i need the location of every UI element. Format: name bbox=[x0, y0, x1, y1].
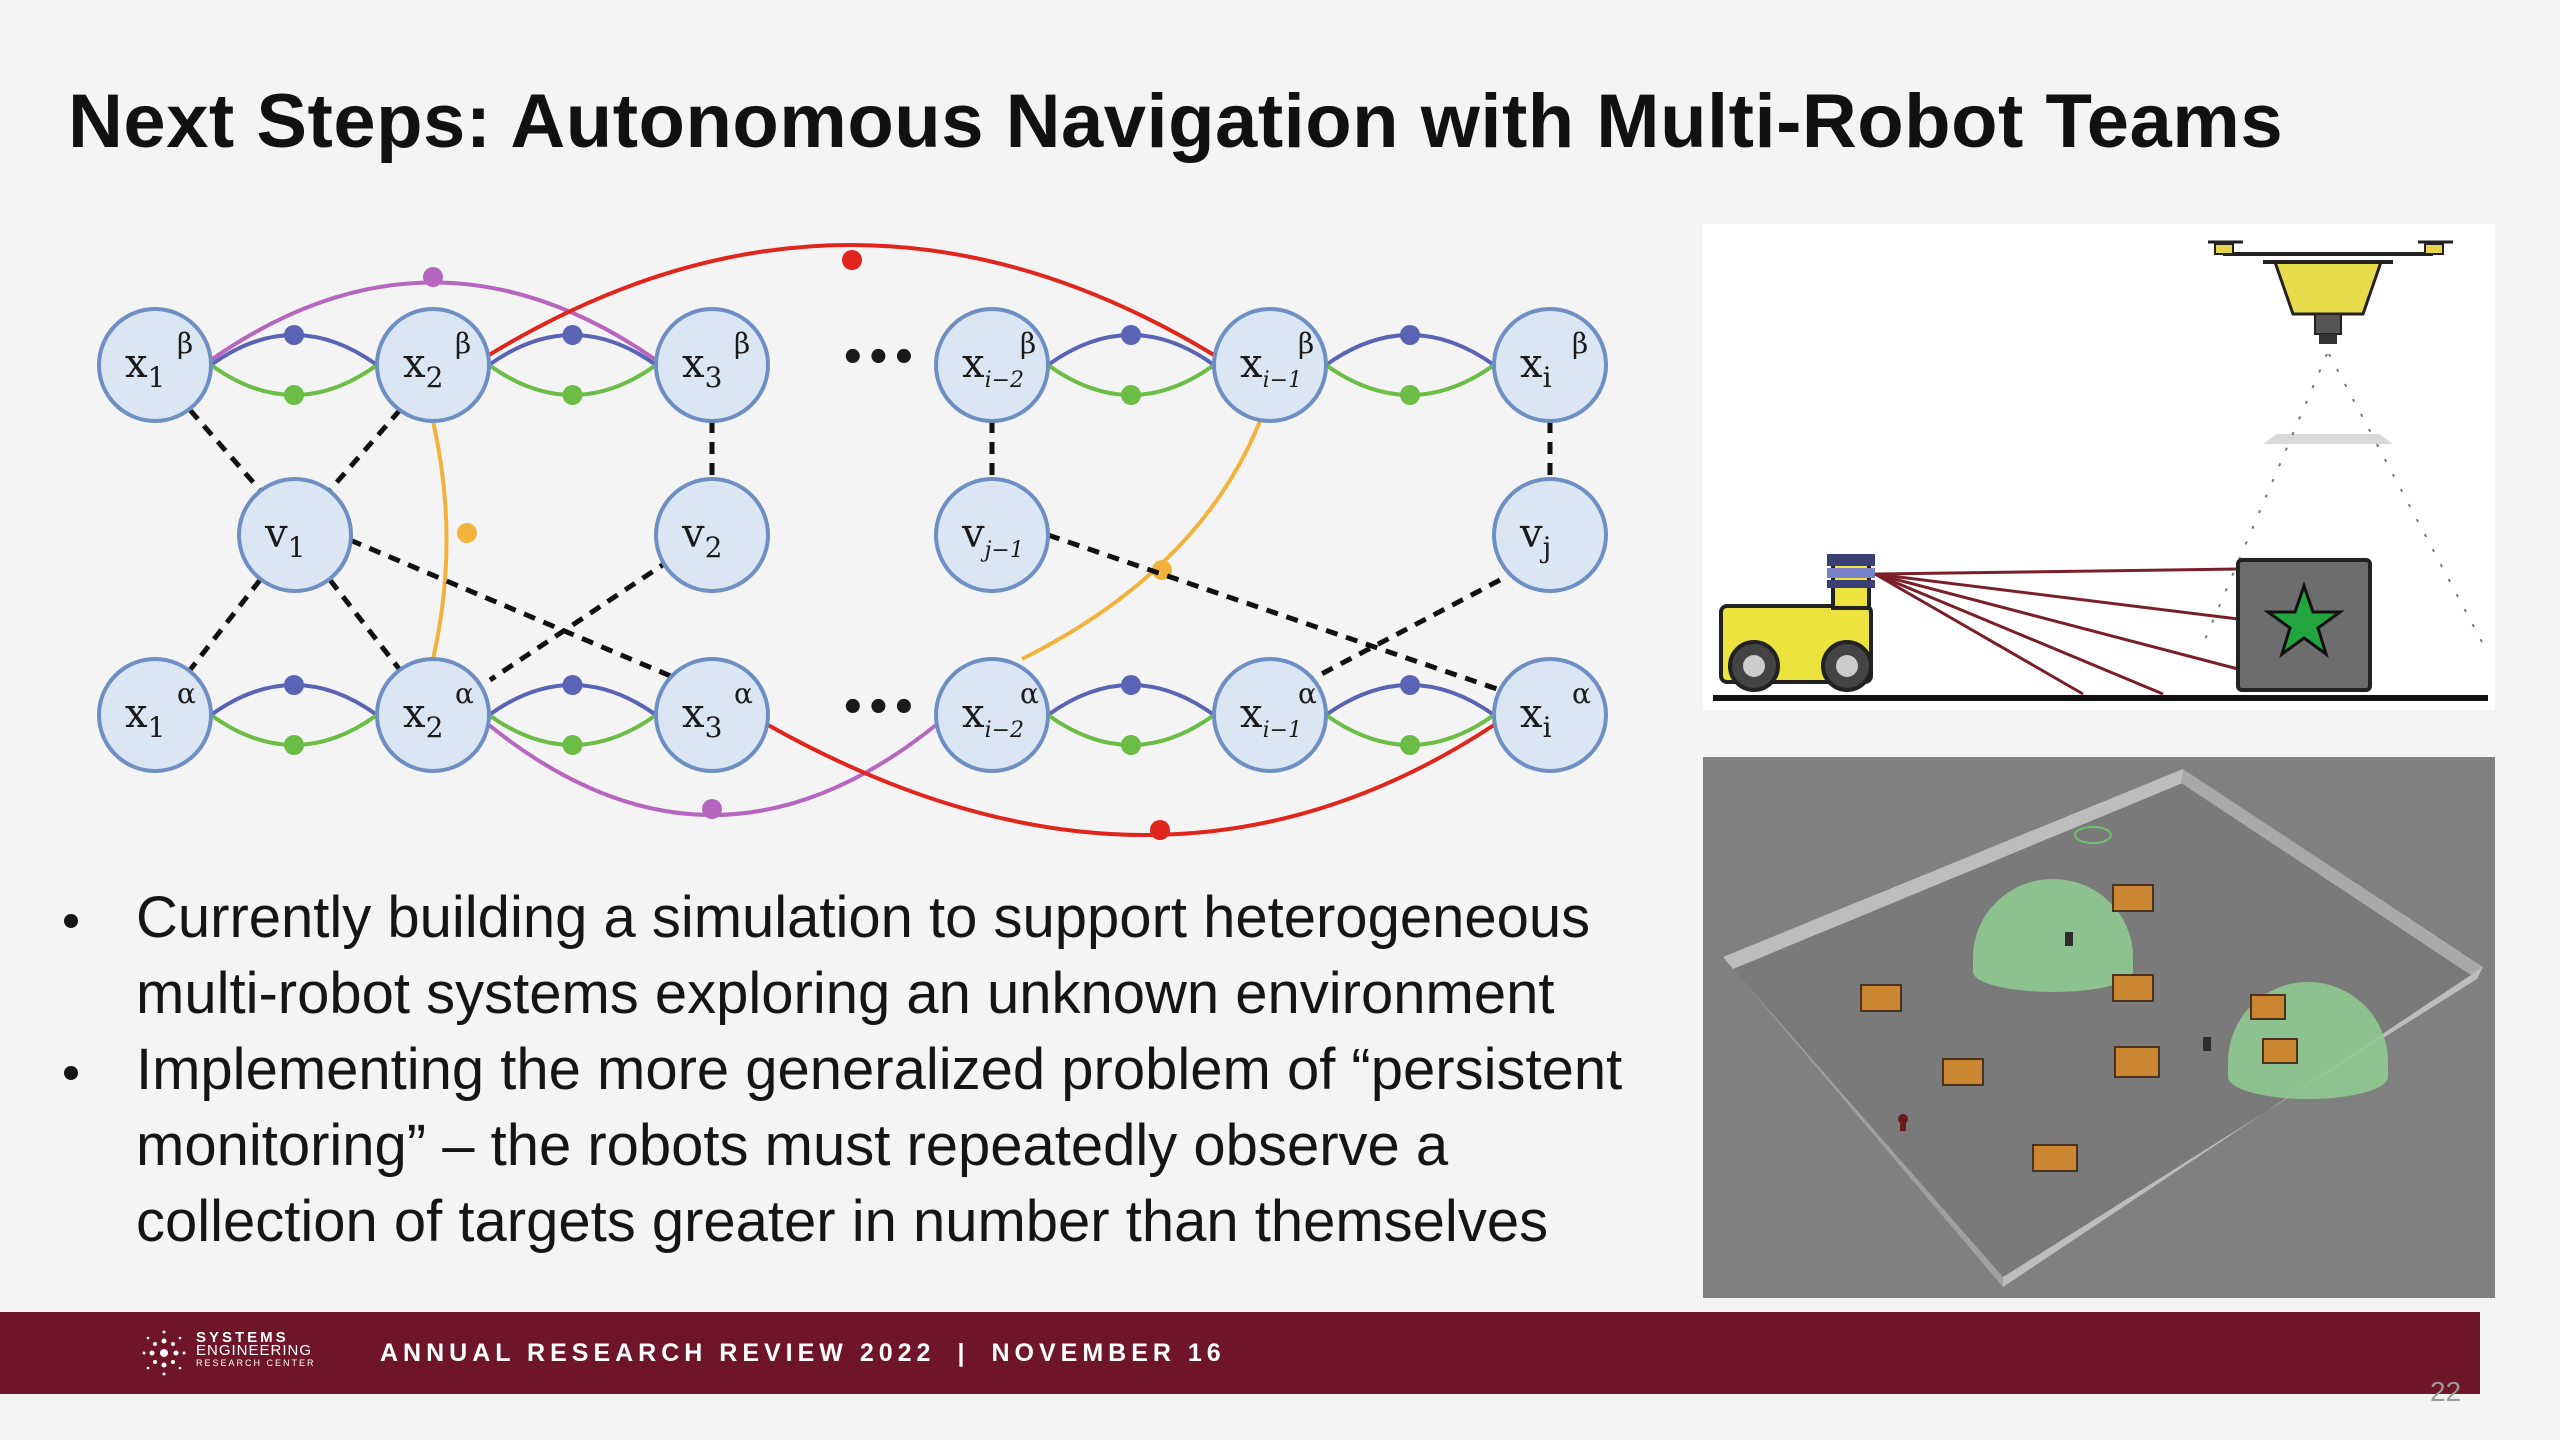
graph-node-top-2: x2 β bbox=[375, 307, 491, 423]
walled-arena bbox=[1723, 769, 2483, 1287]
graph-node-top-3: x3 β bbox=[654, 307, 770, 423]
edge-factor-dot bbox=[1121, 735, 1141, 755]
ground-robot-icon bbox=[1719, 554, 1875, 692]
svg-text:α: α bbox=[1020, 677, 1039, 710]
graph-node-mid-1: v1 bbox=[237, 477, 353, 593]
edge-factor-dot bbox=[562, 385, 583, 405]
edge-factor-dot bbox=[562, 735, 583, 755]
bullet-item-2: Implementing the more generalized proble… bbox=[60, 1032, 1680, 1260]
bullet-text-2: Implementing the more generalized proble… bbox=[136, 1037, 1623, 1254]
svg-text:β: β bbox=[1298, 327, 1314, 360]
footer-date: NOVEMBER 16 bbox=[991, 1339, 1226, 1367]
graph-node-bottom-1: x1α bbox=[97, 657, 213, 773]
footer-band bbox=[0, 1312, 2480, 1394]
serc-logo-text: SYSTEMS ENGINEERING RESEARCH CENTER bbox=[196, 1329, 316, 1370]
edge-factor-dot bbox=[1400, 325, 1420, 345]
svg-text:α: α bbox=[1298, 677, 1317, 710]
edge-factor-dot bbox=[1400, 735, 1420, 755]
svg-text:α: α bbox=[455, 677, 474, 710]
svg-text:α: α bbox=[1572, 677, 1591, 710]
graph-node-bottom-4: xi−2α bbox=[934, 657, 1050, 773]
edge-factor-dot bbox=[1400, 385, 1420, 405]
bullet-item-1: Currently building a simulation to suppo… bbox=[60, 880, 1680, 1032]
graph-node-bottom-5: xi−1α bbox=[1212, 657, 1328, 773]
logo-line1: SYSTEMS bbox=[196, 1329, 289, 1346]
sensor-dome bbox=[1973, 879, 2133, 992]
svg-text:α: α bbox=[734, 677, 753, 710]
drone-icon bbox=[2208, 240, 2453, 344]
edge-factor-dot bbox=[562, 325, 583, 345]
graph-edges bbox=[188, 243, 1553, 840]
svg-text:β: β bbox=[734, 327, 750, 360]
footer-event: ANNUAL RESEARCH REVIEW 2022 bbox=[380, 1339, 936, 1367]
star-icon bbox=[2263, 581, 2345, 658]
graph-node-bottom-2: x2α bbox=[375, 657, 491, 773]
graph-node-top-6: xiβ bbox=[1492, 307, 1608, 423]
edge-factor-dot bbox=[284, 735, 304, 755]
simulation-view bbox=[1703, 757, 2495, 1298]
edge-factor-dot bbox=[457, 523, 477, 543]
edge-factor-dot bbox=[1121, 385, 1141, 405]
edge-factor-dot bbox=[1150, 820, 1170, 840]
drone-footprint bbox=[2263, 434, 2393, 444]
edge-factor-dot bbox=[1121, 325, 1141, 345]
footer-event-text: ANNUAL RESEARCH REVIEW 2022 | NOVEMBER 16 bbox=[380, 1339, 1226, 1368]
target-box-icon bbox=[2236, 558, 2372, 692]
edge-factor-dot bbox=[1400, 675, 1420, 695]
svg-text:α: α bbox=[177, 677, 196, 710]
footer-separator: | bbox=[957, 1339, 970, 1367]
robot-agent bbox=[1898, 932, 2211, 1131]
bullet-list: Currently building a simulation to suppo… bbox=[60, 880, 1680, 1260]
page-number: 22 bbox=[2430, 1376, 2462, 1407]
edge-factor-dot bbox=[842, 250, 862, 270]
svg-text:β: β bbox=[1020, 327, 1036, 360]
graph-ellipsis-top: ••• bbox=[840, 335, 917, 381]
slide-title: Next Steps: Autonomous Navigation with M… bbox=[68, 79, 2284, 164]
svg-text:β: β bbox=[455, 327, 471, 360]
svg-text:x2: x2 bbox=[403, 341, 443, 394]
bullet-text-1: Currently building a simulation to suppo… bbox=[136, 885, 1591, 1026]
edge-factor-dot bbox=[284, 675, 304, 695]
edge-factor-dot bbox=[284, 325, 304, 345]
graph-ellipsis-bottom: ••• bbox=[840, 685, 917, 731]
graph-node-bottom-6: xiα bbox=[1492, 657, 1608, 773]
edge-factor-dot bbox=[562, 675, 583, 695]
desk-obstacle bbox=[1860, 884, 2298, 1172]
svg-text:β: β bbox=[1572, 327, 1588, 360]
graph-node-bottom-3: x3α bbox=[654, 657, 770, 773]
svg-text:v2: v2 bbox=[681, 511, 722, 564]
serc-logo-icon bbox=[142, 1330, 186, 1376]
logo-line2: ENGINEERING bbox=[196, 1342, 313, 1359]
graph-node-top-1: x1 β bbox=[97, 307, 213, 423]
graph-node-top-5: xi−1β bbox=[1212, 307, 1328, 423]
robot-sensing-diagram bbox=[1703, 224, 2495, 710]
graph-node-mid-3: vj−1 bbox=[934, 477, 1050, 593]
edge-factor-dot bbox=[423, 267, 443, 287]
graph-node-mid-2: v2 bbox=[654, 477, 770, 593]
svg-text:x3: x3 bbox=[682, 341, 722, 394]
svg-text:x1: x1 bbox=[125, 341, 165, 394]
graph-node-top-4: xi−2β bbox=[934, 307, 1050, 423]
lidar-rays bbox=[1874, 567, 2239, 696]
edge-factor-dot bbox=[284, 385, 304, 405]
svg-text:β: β bbox=[177, 327, 193, 360]
edge-factor-dot bbox=[702, 799, 722, 819]
edge-factor-dot bbox=[1121, 675, 1141, 695]
graph-node-mid-4: vj bbox=[1492, 477, 1608, 593]
logo-line3: RESEARCH CENTER bbox=[196, 1358, 316, 1368]
